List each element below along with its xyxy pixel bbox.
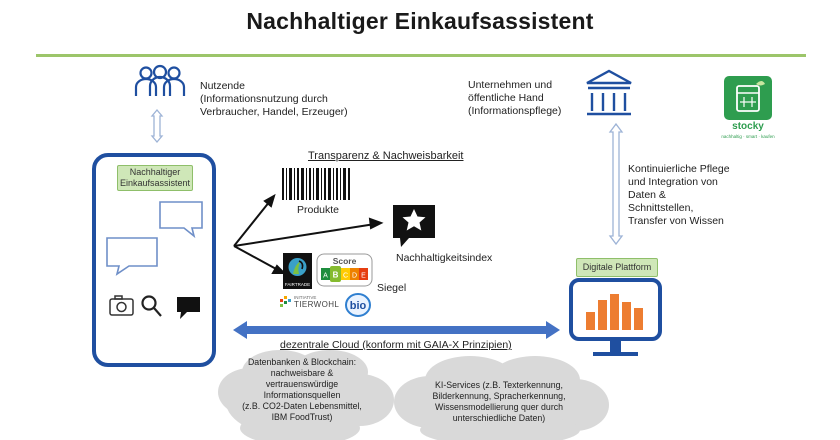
users-heading: Nutzende [200,80,245,92]
stocky-logo [724,76,772,120]
cloud-shape-left [218,350,394,440]
fairtrade-label: FAIRTRADE [285,282,310,287]
page-title: Nachhaltiger Einkaufsassistent [246,8,594,34]
maintenance-line: und Integration von [628,176,718,188]
platform-bar [586,312,595,330]
transparency-heading: Transparenz & Nachweisbarkeit [308,150,464,162]
cloud-left-line: Datenbanken & Blockchain: [247,357,357,367]
cloud-right-line: Bilderkennung, Spracherkennung, [432,391,566,401]
building-icon [586,69,632,116]
bio-label: bio [350,300,367,312]
maintenance-connector-arrow [608,122,624,246]
cloud-label: dezentrale Cloud (konform mit GAIA-X Pri… [280,339,512,351]
fairtrade-logo [283,253,312,289]
users-detail: (Informationsnutzung durch [200,93,328,105]
cloud-left-line: (z.B. CO2-Daten Lebensmittel, [242,401,362,411]
speech-icon [177,297,200,319]
maintenance-description: Kontinuierliche Pflege und Integration v… [628,163,730,228]
cloud-right-line: KI-Services (z.B. Texterkennung, [435,380,563,390]
siegel-label: Siegel [377,282,407,294]
maintenance-line: Daten & [628,189,666,201]
produkte-label: Produkte [297,204,340,216]
cloud-left-line: nachweisbare & [270,368,334,378]
search-icon [141,295,162,317]
barcode-icon [282,168,350,200]
stocky-tagline: nachhaltig · smart · kaufen [721,134,775,139]
cloud-connector-arrow [233,321,560,339]
nutri-score-letter: C [343,273,348,280]
cloud-left-line: IBM FoodTrust) [271,412,333,422]
assistant-label-line: Nachhaltiger [129,167,181,177]
title-divider [36,54,806,57]
platform-bar [622,302,631,330]
maintenance-line: Transfer von Wissen [628,215,724,227]
nutri-score-title: Score [333,256,357,266]
platform-label: Digitale Plattform [576,258,658,277]
users-icon [134,64,186,96]
cloud-right-line: Wissensmodellierung quer durch [434,402,564,412]
maintenance-line: Kontinuierliche Pflege [628,163,730,175]
business-line: öffentliche Hand [468,92,544,104]
chat-bubble-icon [106,237,158,276]
assistant-label-line: Einkaufsassistent [119,178,191,188]
cloud-left-text: Datenbanken & Blockchain: nachweisbare &… [236,357,368,423]
camera-icon [109,295,134,316]
platform-bar [634,308,643,330]
chat-bubble-icon [159,201,203,239]
assistant-label: Nachhaltiger Einkaufsassistent [117,165,193,191]
stocky-name: stocky [732,121,764,132]
cloud-right-text: KI-Services (z.B. Texterkennung, Bilderk… [424,380,574,424]
users-description: Nutzende (Informationsnutzung durch Verb… [200,80,348,119]
star-rating-icon [393,205,435,247]
tierwohl-initiative-label: INITIATIVE [294,295,316,300]
cloud-shape-right [394,356,609,440]
cloud-left-line: vertrauenswürdige [265,379,339,389]
nutri-score-letter: D [352,273,357,280]
business-description: Unternehmen und öffentliche Hand (Inform… [468,79,561,118]
nutri-score-letter: A [323,273,328,280]
users-detail: Verbraucher, Handel, Erzeuger) [200,106,348,118]
branch-arrows [233,193,384,274]
business-line: (Informationspflege) [468,105,562,117]
nutri-score-letter: B [333,271,339,280]
platform-bar [598,300,607,330]
platform-bar-chart [586,294,643,330]
users-connector-arrow [150,108,164,144]
business-line: Unternehmen und [468,79,553,91]
tierwohl-label: TIERWOHL [294,300,339,309]
bio-logo [345,293,371,317]
tierwohl-logo-icon [280,296,291,307]
maintenance-line: Schnittstellen, [628,202,694,214]
nutri-score-logo [316,253,373,287]
cloud-left-line: Informationsquellen [263,390,341,400]
index-label: Nachhaltigkeitsindex [396,252,493,264]
cloud-right-line: unterschiedliche Daten) [452,413,546,423]
platform-bar [610,294,619,330]
nutri-score-letter: E [361,273,366,280]
